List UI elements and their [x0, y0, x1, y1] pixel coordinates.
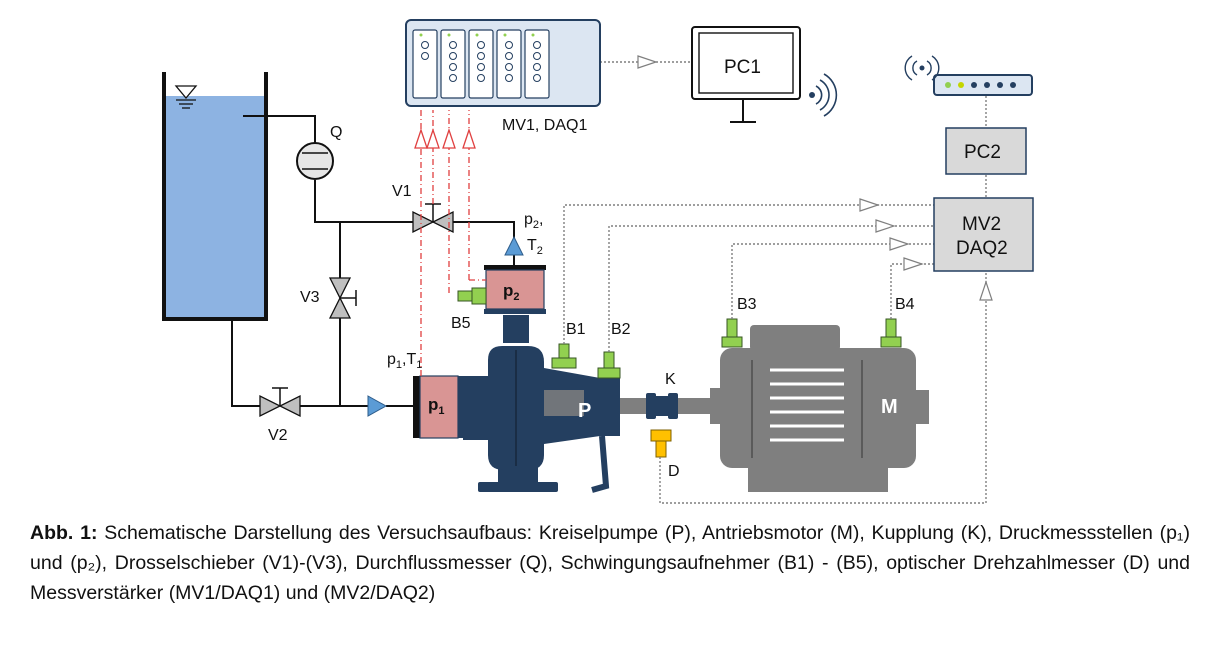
label-k: K	[665, 371, 676, 388]
water-level-icon	[174, 85, 198, 109]
signal-lines-mv1	[420, 110, 486, 376]
label-b3: B3	[737, 296, 757, 313]
label-pc1: PC1	[724, 57, 761, 78]
water-tank	[162, 72, 268, 321]
signal-arrows-mv1	[414, 127, 476, 149]
coupling-icon	[646, 393, 678, 419]
sensor-b3-icon	[721, 318, 743, 348]
pc1-wifi-icon	[809, 73, 838, 117]
p2-pressure-chamber	[484, 265, 546, 314]
label-p1-box: p1	[428, 395, 445, 417]
piping	[215, 115, 515, 407]
label-q: Q	[330, 124, 342, 141]
label-v3: V3	[300, 289, 320, 306]
p1-pressure-chamber	[413, 375, 464, 439]
motor-icon	[710, 325, 929, 492]
pc1-monitor-icon	[691, 26, 801, 123]
label-daq2: DAQ2	[956, 238, 1008, 259]
valve-v2-icon	[259, 387, 301, 418]
label-mv2: MV2	[962, 214, 1001, 235]
signal-arrows-mv2	[637, 55, 993, 301]
pc2-box	[945, 127, 1027, 175]
flow-arrow-icon	[367, 395, 388, 417]
sensor-b4-icon	[880, 318, 902, 348]
label-p1t1: p1,T1	[387, 351, 422, 371]
label-t2: T2	[527, 237, 543, 257]
caption-text: Schematische Darstellung des Versuchsauf…	[30, 522, 1190, 604]
label-p2t2: p2,	[524, 211, 543, 231]
daq1-rack-icon	[405, 19, 601, 107]
flow-meter-icon	[296, 142, 334, 180]
pump-icon	[463, 315, 620, 493]
valve-v3-icon	[328, 277, 357, 319]
sensor-b1-icon	[551, 343, 577, 369]
label-b1: B1	[566, 321, 586, 338]
label-p2-box: p2	[503, 281, 520, 303]
valve-v1-icon	[412, 203, 454, 234]
label-v2: V2	[268, 427, 288, 444]
label-pc2: PC2	[964, 142, 1001, 163]
caption-prefix: Abb. 1:	[30, 522, 98, 544]
t2-sensor-icon	[504, 235, 524, 256]
label-b2: B2	[611, 321, 631, 338]
label-m: M	[881, 396, 898, 418]
test-rig-schematic: Q V1 V3 V2 p2, T2 p2 B5	[162, 19, 1034, 504]
label-d: D	[668, 463, 680, 480]
mv2-daq2-box	[933, 197, 1034, 272]
shaft	[620, 398, 722, 414]
tachometer-d-icon	[650, 429, 672, 458]
label-p: P	[578, 400, 591, 422]
label-v1: V1	[392, 183, 412, 200]
figure-caption: Abb. 1: Schematische Darstellung des Ver…	[30, 518, 1190, 608]
label-b4: B4	[895, 296, 915, 313]
label-mv1-daq1: MV1, DAQ1	[502, 117, 587, 134]
router-icon	[904, 55, 1033, 96]
label-b5: B5	[451, 315, 471, 332]
sensor-b5-icon	[457, 287, 487, 305]
sensor-b2-icon	[597, 351, 621, 379]
